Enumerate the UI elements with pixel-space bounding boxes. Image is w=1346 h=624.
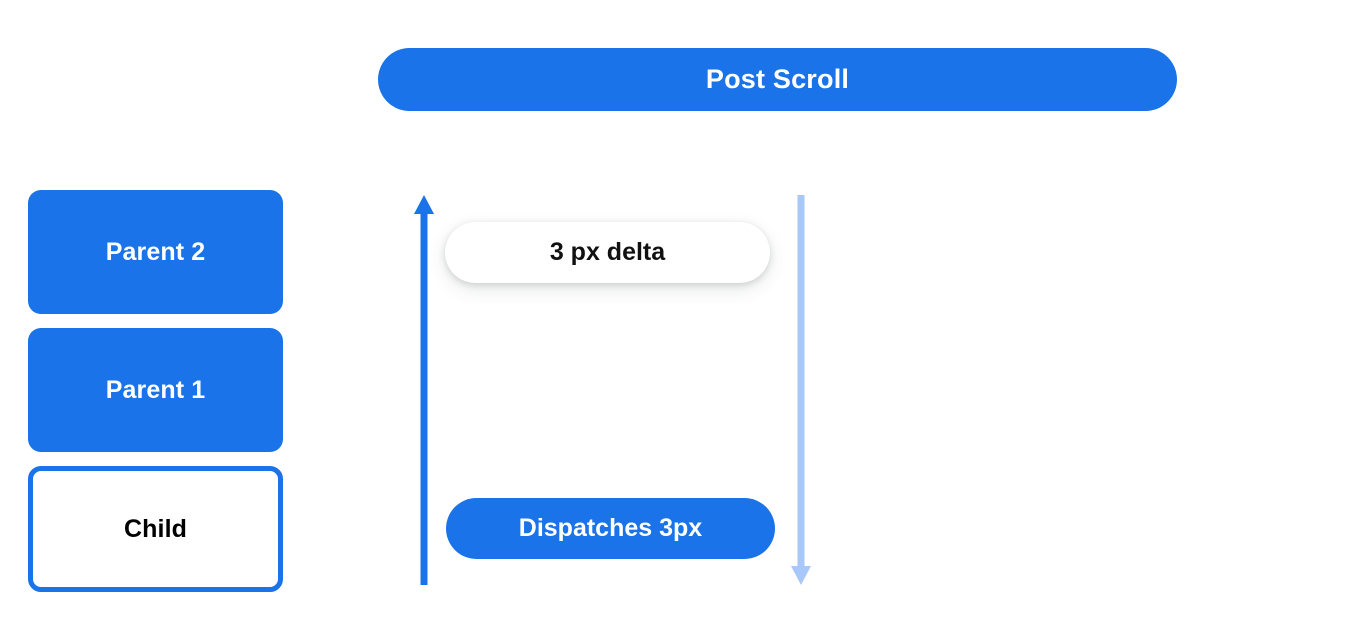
- delta-pill-label: 3 px delta: [549, 238, 666, 266]
- stack-box-parent-1: Parent 1: [28, 328, 283, 452]
- stack-box-label: Parent 1: [105, 375, 206, 404]
- element-stack: Parent 2 Parent 1 Child: [28, 190, 283, 592]
- delta-pill: 3 px delta: [445, 222, 770, 283]
- stack-box-child: Child: [28, 466, 283, 592]
- scroll-down-arrow-icon: [791, 195, 811, 585]
- post-scroll-header: Post Scroll: [378, 48, 1177, 111]
- stack-box-parent-2: Parent 2: [28, 190, 283, 314]
- header-title: Post Scroll: [705, 64, 850, 94]
- stack-box-label: Parent 2: [105, 237, 206, 266]
- scroll-up-arrow-icon: [414, 195, 434, 585]
- stack-box-label: Child: [124, 514, 187, 543]
- dispatch-pill: Dispatches 3px: [446, 498, 775, 559]
- dispatch-pill-label: Dispatches 3px: [518, 514, 703, 542]
